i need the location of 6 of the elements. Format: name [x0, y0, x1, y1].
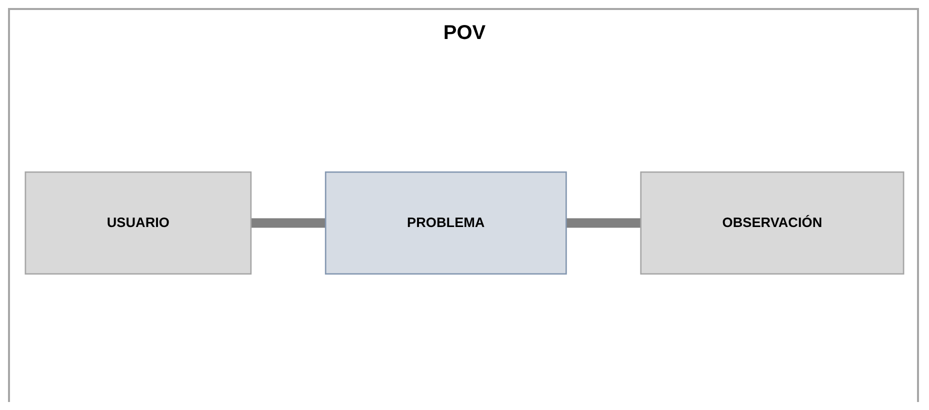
connector: [250, 218, 326, 228]
diagram-title: POV: [443, 22, 486, 45]
node-box: OBSERVACIÓN: [640, 171, 904, 275]
node-box: PROBLEMA: [324, 171, 567, 275]
node-box: USUARIO: [24, 171, 252, 275]
connector: [566, 218, 641, 228]
